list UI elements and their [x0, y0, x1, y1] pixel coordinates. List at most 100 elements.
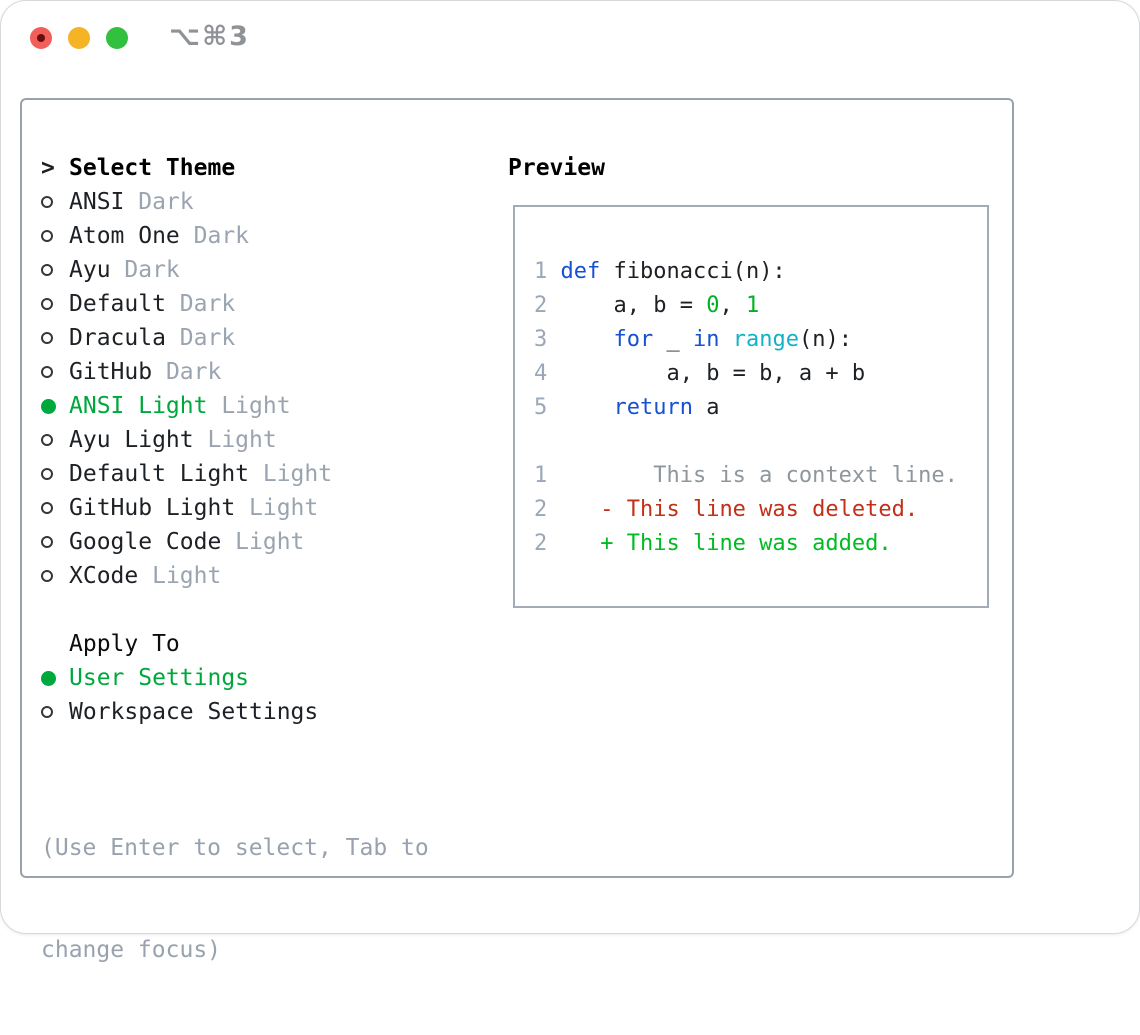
- theme-variant: Light: [221, 393, 291, 419]
- window: ⌥⌘3 > Select Theme ANSI Dark Atom One Da…: [0, 0, 1140, 963]
- preview-line: 1 def fibonacci(n):: [534, 255, 977, 289]
- apply-to-title: Apply To: [69, 631, 180, 657]
- theme-option-label: Ayu Light: [69, 427, 194, 453]
- radio-selected-icon: [41, 670, 56, 686]
- code-token-txt: a, b = b, a + b: [547, 361, 866, 386]
- radio-icon: [41, 196, 53, 208]
- theme-option-label: Ayu: [69, 257, 111, 283]
- apply-to-list: User Settings Workspace Settings: [41, 661, 318, 729]
- apply-option-label: Workspace Settings: [69, 699, 319, 725]
- theme-option-label: Default: [69, 291, 166, 317]
- radio-icon: [41, 706, 53, 718]
- theme-option-ayu[interactable]: Ayu Dark: [41, 253, 332, 287]
- code-token-kw: for: [613, 327, 654, 352]
- code-token-txt: [547, 497, 600, 522]
- preview-line: 3 for _ in range(n):: [534, 323, 977, 357]
- keyboard-hint: (Use Enter to select, Tab to change focu…: [41, 763, 429, 1035]
- theme-variant: Dark: [193, 223, 250, 249]
- theme-option-label: GitHub: [69, 359, 153, 385]
- radio-icon: [41, 536, 53, 548]
- code-token-kw: return: [613, 395, 693, 420]
- code-token-txt: [547, 259, 560, 284]
- preview-line: 2 a, b = 0, 1: [534, 289, 977, 323]
- theme-variant: Light: [152, 563, 222, 589]
- theme-picker-header: > Select Theme: [41, 151, 332, 185]
- theme-option-github-light[interactable]: GitHub Light Light: [41, 491, 332, 525]
- theme-variant: Light: [249, 495, 319, 521]
- theme-option-label: XCode: [69, 563, 139, 589]
- theme-option-label: ANSI: [69, 189, 125, 215]
- preview-line: 2 - This line was deleted.: [534, 493, 977, 527]
- preview-line: 2 + This line was added.: [534, 527, 977, 561]
- theme-option-label: Default Light: [69, 461, 250, 487]
- zoom-button[interactable]: [106, 27, 128, 49]
- theme-variant: Light: [207, 427, 277, 453]
- theme-option-ansi-light[interactable]: ANSI Light Light: [41, 389, 332, 423]
- code-token-add: + This line was added.: [600, 531, 892, 556]
- theme-option-ayu-light[interactable]: Ayu Light Light: [41, 423, 332, 457]
- preview-line: 4 a, b = b, a + b: [534, 357, 977, 391]
- theme-variant: Light: [262, 461, 333, 487]
- code-token-lit: 0: [706, 293, 720, 318]
- focus-prompt-icon: >: [41, 155, 55, 181]
- code-token-num: 5: [534, 395, 548, 420]
- code-token-num: 1: [534, 259, 548, 284]
- code-token-num: 1: [534, 463, 548, 488]
- radio-icon: [41, 434, 53, 446]
- theme-variant: Dark: [179, 291, 236, 317]
- theme-option-label: GitHub Light: [69, 495, 236, 521]
- code-token-fn: range: [732, 327, 799, 352]
- theme-option-xcode[interactable]: XCode Light: [41, 559, 332, 593]
- radio-icon: [41, 570, 53, 582]
- radio-icon: [41, 230, 53, 242]
- radio-icon: [41, 468, 53, 480]
- theme-option-default[interactable]: Default Dark: [41, 287, 332, 321]
- close-button[interactable]: [30, 27, 52, 49]
- code-token-num: 2: [534, 497, 548, 522]
- theme-variant: Dark: [124, 257, 180, 283]
- theme-list: ANSI Dark Atom One Dark Ayu Dark Default…: [41, 185, 332, 593]
- radio-icon: [41, 366, 53, 378]
- code-token-txt: (n):: [798, 327, 852, 352]
- radio-icon: [41, 264, 53, 276]
- code-token-lit: 1: [745, 293, 760, 318]
- theme-option-dracula[interactable]: Dracula Dark: [41, 321, 332, 355]
- theme-option-atom-one[interactable]: Atom One Dark: [41, 219, 332, 253]
- code-token-txt: [547, 327, 613, 352]
- code-token-kw: def: [560, 259, 601, 284]
- code-token-txt: ,: [719, 293, 746, 318]
- apply-option-user-settings[interactable]: User Settings: [41, 661, 318, 695]
- theme-option-label: ANSI Light: [69, 393, 208, 419]
- minimize-button[interactable]: [68, 27, 90, 49]
- code-token-ctx: This is a context line.: [547, 463, 958, 488]
- code-token-txt: a, b =: [547, 293, 707, 318]
- theme-variant: Dark: [138, 189, 194, 215]
- code-token-txt: a: [692, 395, 720, 420]
- code-token-txt: [547, 395, 613, 420]
- theme-option-label: Dracula: [69, 325, 166, 351]
- code-token-txt: [719, 327, 732, 352]
- preview-title: Preview: [508, 155, 605, 181]
- code-token-num: 3: [534, 327, 548, 352]
- apply-option-workspace-settings[interactable]: Workspace Settings: [41, 695, 318, 729]
- code-token-num: 2: [534, 531, 548, 556]
- theme-picker: > Select Theme ANSI Dark Atom One Dark A…: [41, 151, 332, 593]
- preview-line: 1 This is a context line.: [534, 459, 977, 493]
- code-token-txt: fibonacci(n):: [600, 259, 786, 284]
- code-token-del: - This line was deleted.: [600, 497, 919, 522]
- radio-icon: [41, 502, 53, 514]
- main-panel: > Select Theme ANSI Dark Atom One Dark A…: [20, 98, 1014, 963]
- theme-picker-title: Select Theme: [69, 155, 236, 181]
- theme-variant: Dark: [165, 359, 222, 385]
- code-token-kw: in: [692, 327, 720, 352]
- code-token-txt: [547, 531, 600, 556]
- keyboard-hint-line: (Use Enter to select, Tab to: [41, 835, 429, 861]
- theme-option-label: Google Code: [69, 529, 222, 555]
- theme-option-ansi[interactable]: ANSI Dark: [41, 185, 332, 219]
- theme-option-label: Atom One: [69, 223, 180, 249]
- theme-option-github[interactable]: GitHub Dark: [41, 355, 332, 389]
- theme-option-google-code[interactable]: Google Code Light: [41, 525, 332, 559]
- code-token-num: 2: [534, 293, 548, 318]
- theme-option-default-light[interactable]: Default Light Light: [41, 457, 332, 491]
